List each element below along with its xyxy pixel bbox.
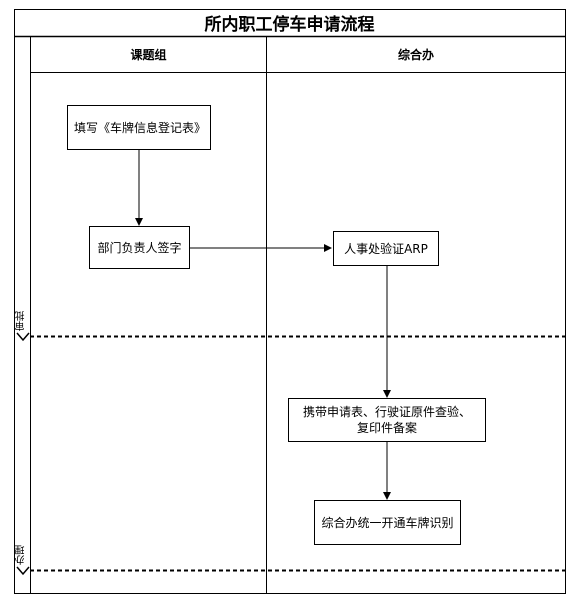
chevron-down-icon: [16, 566, 30, 576]
node-hr-verify-arp: 人事处验证ARP: [333, 231, 439, 266]
lane-header-research-group: 课题组: [130, 48, 167, 62]
node-document-check: 携带申请表、行驶证原件查验、复印件备案: [288, 398, 486, 442]
chevron-down-icon: [16, 332, 30, 342]
phase-label-approval: 审批: [16, 311, 27, 331]
node-department-head-sign: 部门负责人签字: [89, 226, 190, 269]
lane-header-general-office: 综合办: [397, 48, 434, 62]
outer-frame: [14, 9, 566, 594]
diagram-title: 所内职工停车申请流程: [204, 15, 375, 35]
node-fill-registration-form: 填写《车牌信息登记表》: [67, 105, 211, 150]
phase-label-handling: 办理: [16, 545, 27, 565]
node-activate-plate-recognition: 综合办统一开通车牌识别: [314, 500, 461, 545]
